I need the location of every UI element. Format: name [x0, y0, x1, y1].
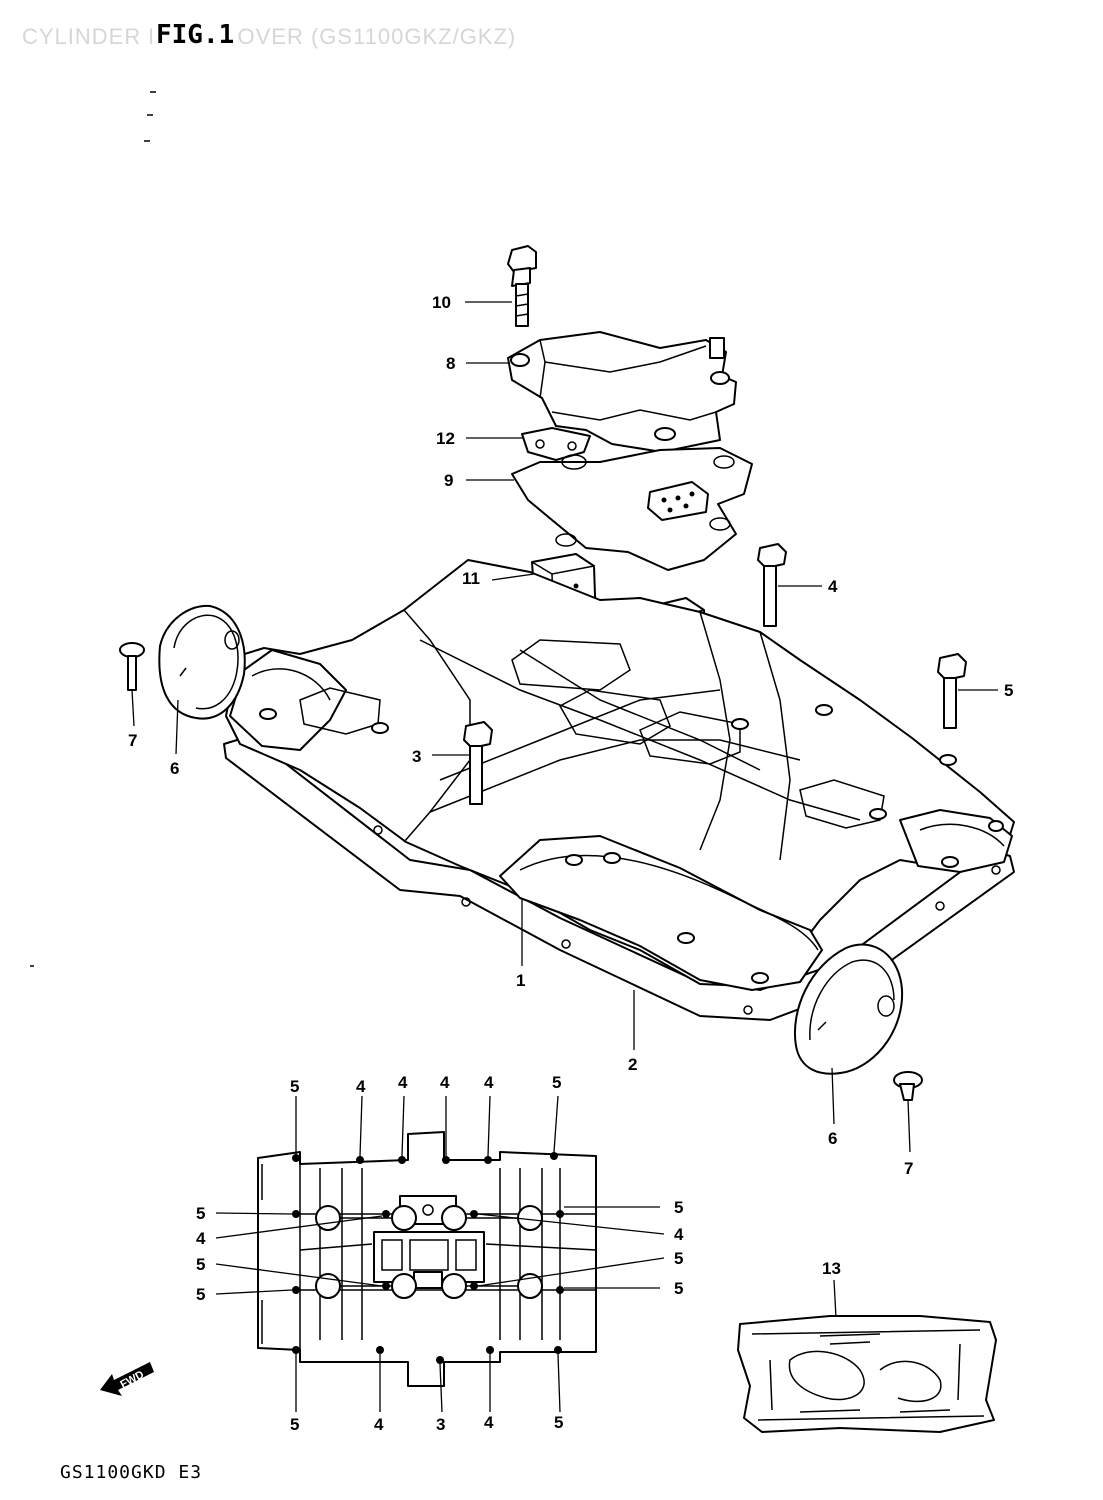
tightening-sequence-top-view: [257, 1131, 597, 1387]
callout-7-right: 7: [904, 1159, 913, 1178]
breather-cover-8: [507, 331, 737, 453]
callout-8: 8: [446, 354, 455, 373]
lower-leader-lines: [215, 1095, 665, 1413]
bolt-5-upper: [937, 653, 967, 729]
seq-top-2: 4: [356, 1077, 366, 1096]
callout-12: 12: [436, 429, 455, 448]
callout-4-upper: 4: [828, 577, 838, 596]
seq-right-3: 5: [674, 1249, 683, 1268]
plate-12: [521, 427, 591, 461]
callout-9: 9: [444, 471, 453, 490]
callout-13: 13: [822, 1259, 841, 1278]
seq-left-3: 5: [196, 1255, 205, 1274]
bolt-3-upper: [463, 721, 493, 805]
cam-end-cap-6-left: [158, 604, 246, 720]
model-code: GS1100GKD E3: [60, 1462, 203, 1483]
cylinder-head-cover-1: [225, 559, 1015, 991]
seq-top-4: 4: [440, 1073, 450, 1092]
screw-7-left: [119, 642, 145, 691]
seq-bottom-5: 5: [554, 1413, 563, 1432]
gasket-set-13: 13: [737, 1259, 997, 1433]
callout-6-left: 6: [170, 759, 179, 778]
seq-top-1: 5: [290, 1077, 299, 1096]
screw-7-right: [893, 1071, 923, 1101]
callout-5-upper: 5: [1004, 681, 1013, 700]
forward-arrow-icon: FWD: [100, 1362, 154, 1396]
seq-right-2: 4: [674, 1225, 684, 1244]
seq-bottom-1: 5: [290, 1415, 299, 1434]
callout-11: 11: [462, 569, 480, 588]
seq-top-6: 5: [552, 1073, 561, 1092]
gasket-9: [511, 447, 753, 571]
callout-1: 1: [516, 971, 525, 990]
seq-top-5: 4: [484, 1073, 494, 1092]
callout-10: 10: [432, 293, 451, 312]
seq-bottom-3: 3: [436, 1415, 445, 1434]
seq-left-4: 5: [196, 1285, 205, 1304]
seq-left-1: 5: [196, 1204, 205, 1223]
seq-right-1: 5: [674, 1198, 683, 1217]
seq-bottom-2: 4: [374, 1415, 384, 1434]
scan-marks: [30, 91, 156, 967]
seq-top-3: 4: [398, 1073, 408, 1092]
callout-7-left: 7: [128, 731, 137, 750]
ghost-title: CYLINDER HEAD COVER (GS1100GKZ/GKZ): [22, 24, 517, 49]
seq-right-4: 5: [674, 1279, 683, 1298]
forward-arrow-label: FWD: [118, 1369, 146, 1391]
seq-bottom-4: 4: [484, 1413, 494, 1432]
bolt-10: [507, 245, 537, 327]
callout-3-upper: 3: [412, 747, 421, 766]
figure-label: FIG.1: [152, 20, 239, 50]
callout-6-right: 6: [828, 1129, 837, 1148]
seq-left-2: 4: [196, 1229, 206, 1248]
upper-leader-lines: [131, 301, 998, 1153]
lower-callouts: 5 4 4 4 4 5 5 4 5 5 5 4 5 5 5 4 3 4 5: [196, 1073, 684, 1434]
breather-element-small: [647, 481, 709, 521]
upper-callouts: 10 8 12 9 11 4 5 7 6 3 1 2 6 7: [128, 293, 1013, 1178]
bolt-4-upper: [757, 543, 787, 627]
callout-2: 2: [628, 1055, 637, 1074]
